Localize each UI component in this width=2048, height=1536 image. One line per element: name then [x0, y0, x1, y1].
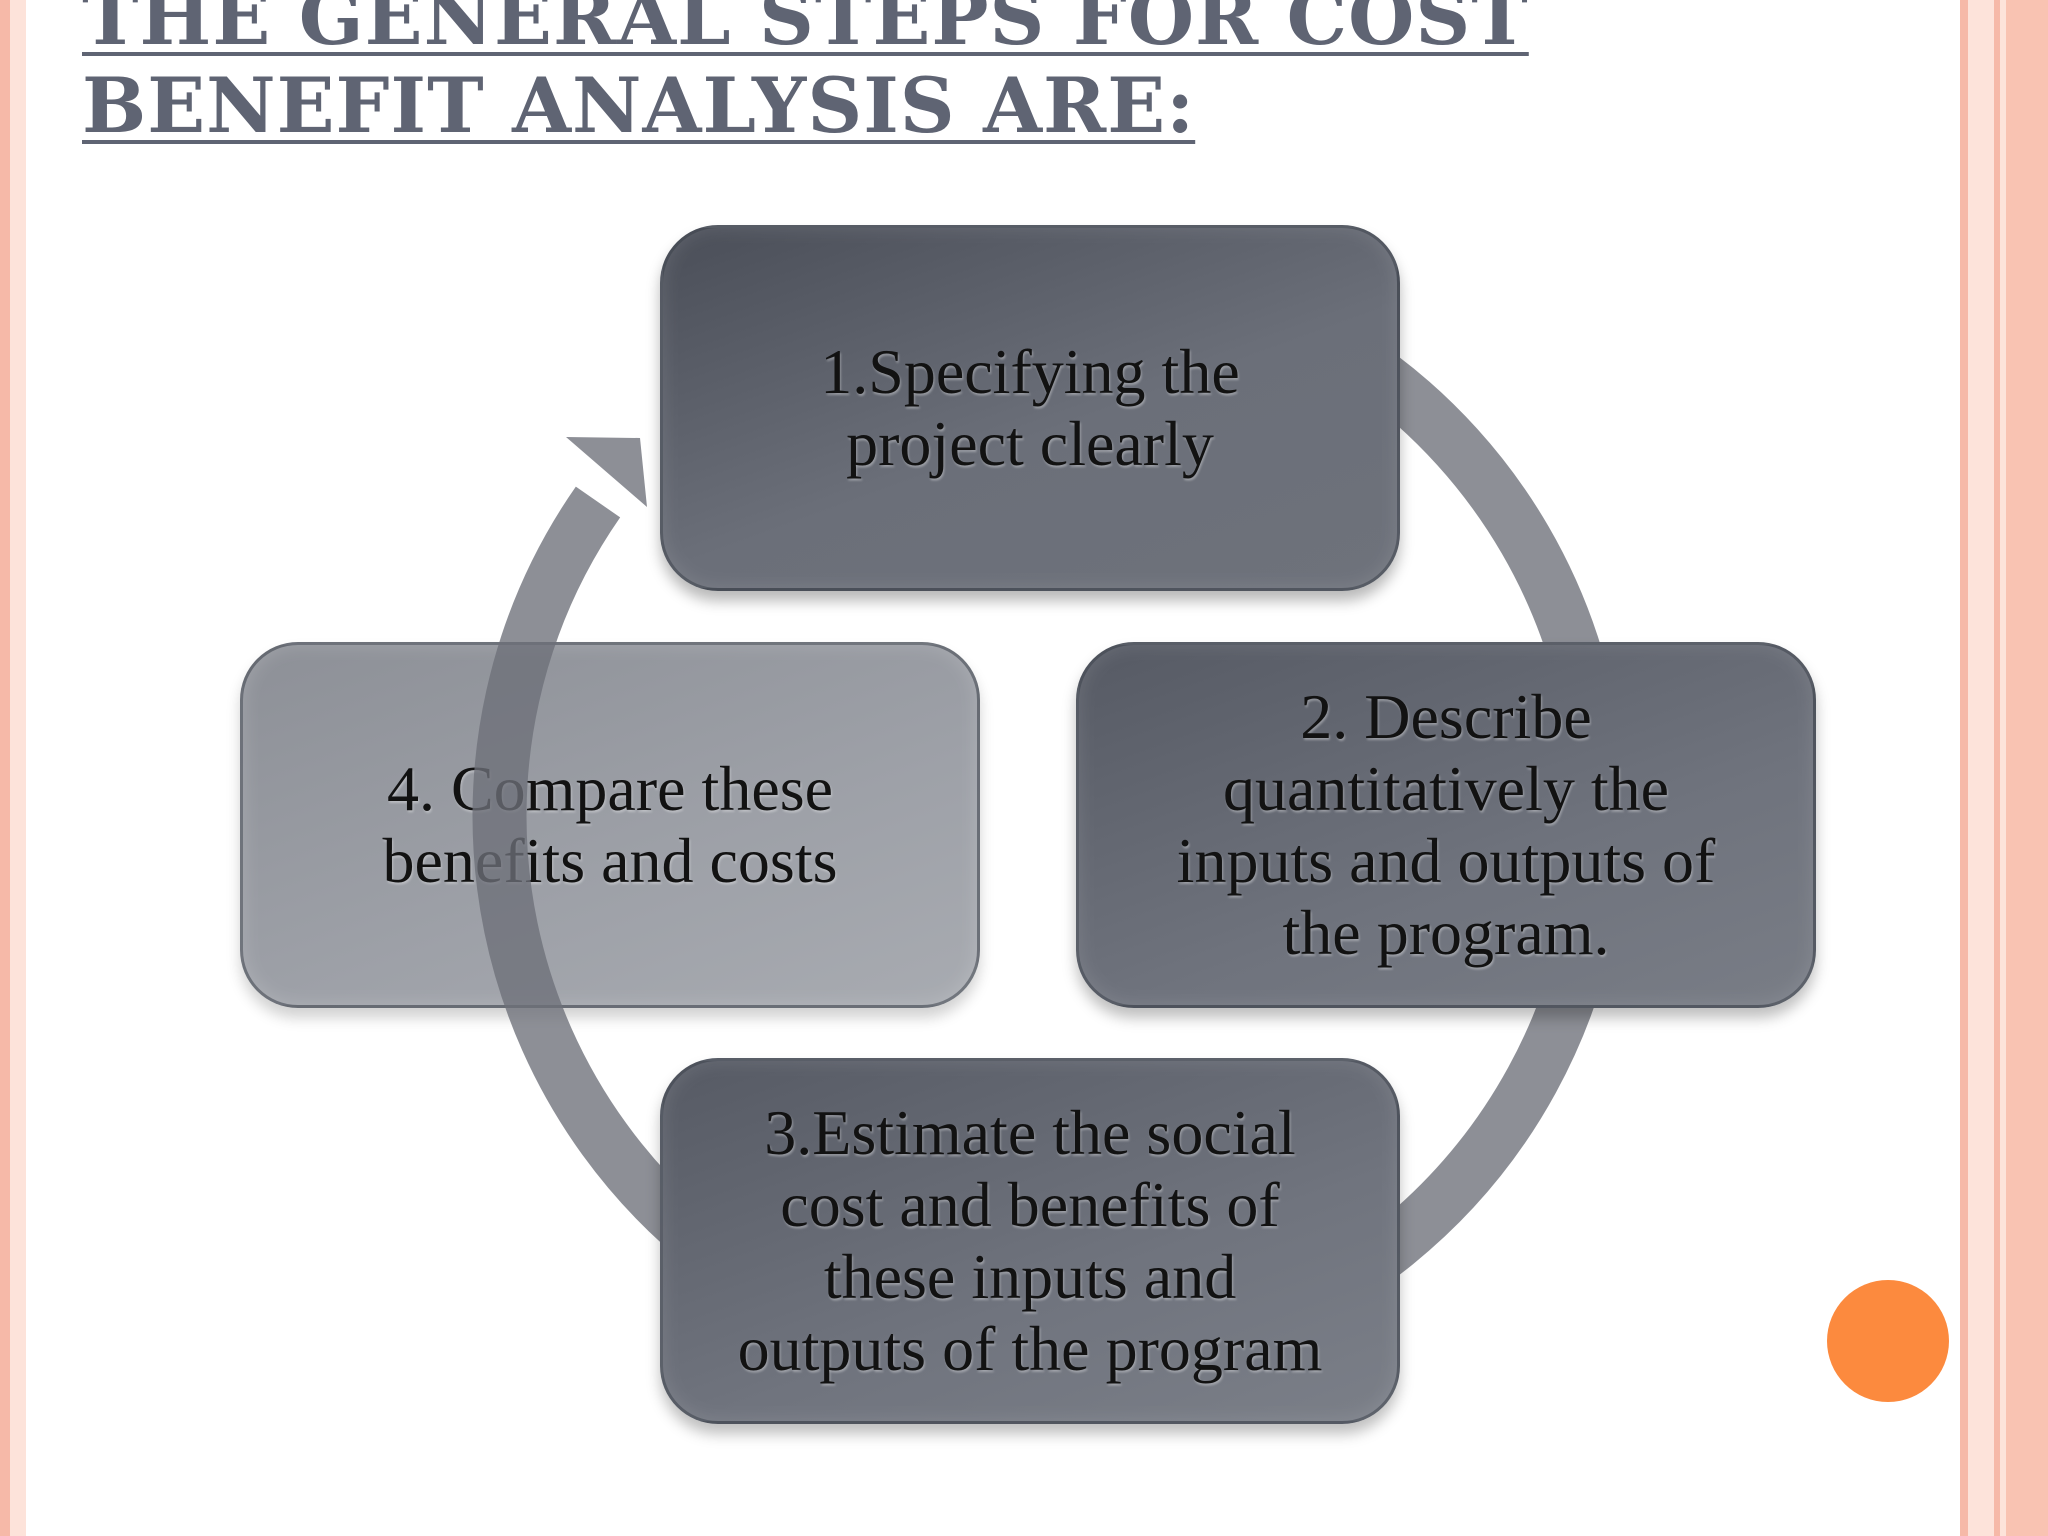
left-border-stripe: [0, 0, 10, 1536]
step-4-box: 4. Compare these benefits and costs: [240, 642, 980, 1008]
right-border-stripe-thin-light: [2000, 0, 2006, 1536]
cycle-arrow-head: [566, 437, 647, 507]
step-4-label: 4. Compare these benefits and costs: [382, 753, 838, 896]
orange-circle-decoration: [1827, 1280, 1949, 1402]
right-border-stripe-wide: [2006, 0, 2048, 1536]
right-border-stripe-thin: [1994, 0, 2000, 1536]
step-3-label: 3.Estimate the social cost and benefits …: [737, 1097, 1323, 1384]
right-border-stripe-light: [1968, 0, 1994, 1536]
step-3-box: 3.Estimate the social cost and benefits …: [660, 1058, 1400, 1424]
slide-title: THE GENERAL STEPS FOR COST BENEFIT ANALY…: [82, 0, 1529, 150]
step-2-box: 2. Describe quantitatively the inputs an…: [1076, 642, 1816, 1008]
left-border-stripe-light: [10, 0, 26, 1536]
step-2-label: 2. Describe quantitatively the inputs an…: [1176, 681, 1716, 968]
step-1-label: 1.Specifying the project clearly: [820, 336, 1240, 479]
step-1-box: 1.Specifying the project clearly: [660, 225, 1400, 591]
right-border-stripe: [1960, 0, 1968, 1536]
